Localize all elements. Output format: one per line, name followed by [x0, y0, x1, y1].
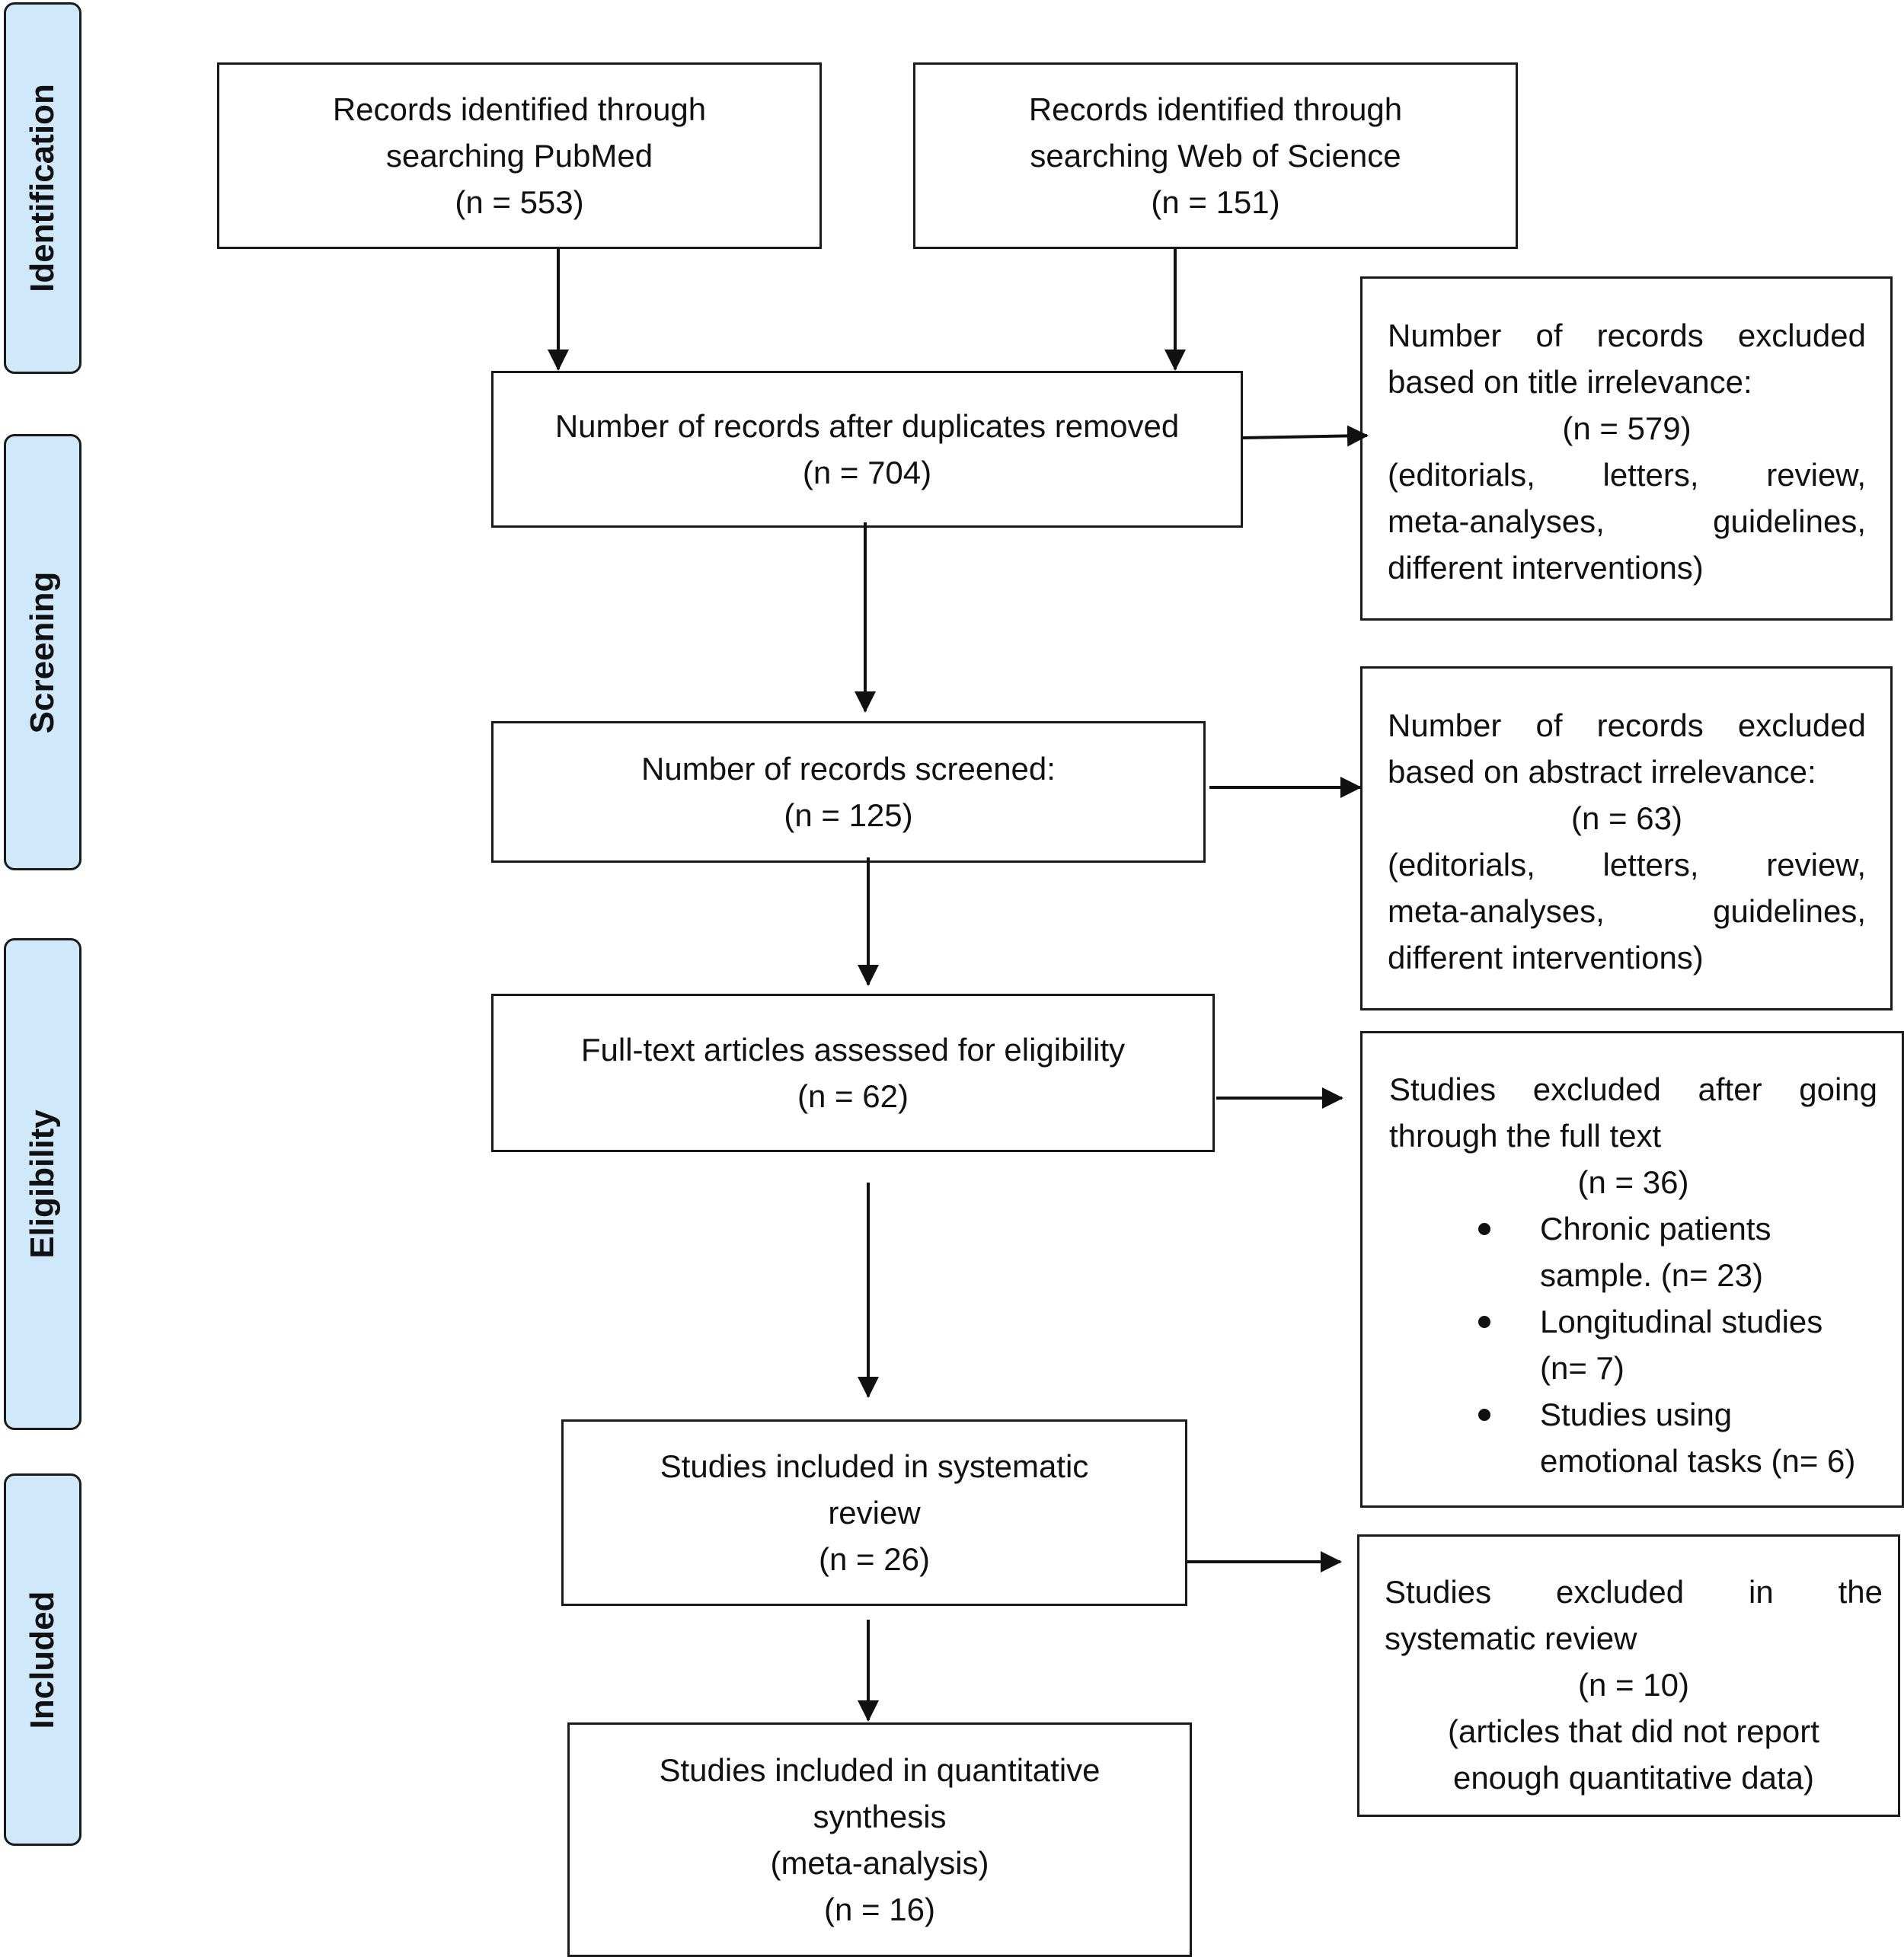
box-line: Chronic patients [1540, 1211, 1771, 1247]
box-line: synthesis [813, 1799, 947, 1834]
phase-screening-label: Screening [24, 571, 61, 733]
records-screened-box: Number of records screened: (n = 125) [491, 721, 1206, 863]
excluded-fulltext-box: Studies excluded after going through the… [1360, 1031, 1904, 1508]
phase-eligibility: Eligibility [4, 938, 81, 1430]
wos-records-box: Records identified through searching Web… [913, 62, 1518, 249]
box-line: systematic review [1385, 1620, 1637, 1656]
wos-count: (n = 151) [1151, 184, 1280, 220]
box-line: different interventions) [1388, 550, 1704, 586]
excluded-fulltext-count: (n = 36) [1577, 1164, 1689, 1200]
box-line: Number of records excluded [1388, 707, 1866, 743]
box-line: based on abstract irrelevance: [1388, 754, 1816, 790]
excluded-title-count: (n = 579) [1562, 410, 1692, 446]
systematic-count: (n = 26) [819, 1541, 930, 1577]
box-line: based on title irrelevance: [1388, 364, 1752, 400]
box-line: Full-text articles assessed for eligibil… [580, 1032, 1126, 1068]
exclusion-reasons-list: Chronic patients sample. (n= 23) Longitu… [1389, 1205, 1877, 1484]
list-item: Chronic patients sample. (n= 23) [1389, 1205, 1877, 1298]
after-duplicates-box: Number of records after duplicates remov… [491, 371, 1243, 528]
box-line: review [828, 1495, 921, 1531]
arrow-duplicates-to-title-excluded [1242, 425, 1369, 447]
box-line: Studies excluded in the [1385, 1574, 1883, 1610]
bullet-icon [1478, 1316, 1490, 1328]
excluded-systematic-box: Studies excluded in the systematic revie… [1357, 1534, 1900, 1817]
box-line: (editorials, letters, review, [1388, 847, 1866, 883]
systematic-review-box: Studies included in systematic review (n… [561, 1419, 1187, 1606]
pubmed-count: (n = 553) [455, 184, 584, 220]
box-line: searching PubMed [385, 138, 653, 174]
box-line: meta-analyses, guidelines, [1388, 503, 1866, 539]
phase-included-label: Included [24, 1591, 61, 1729]
quantitative-count: (n = 16) [824, 1892, 935, 1927]
box-line: emotional tasks (n= 6) [1540, 1443, 1856, 1479]
box-line: (articles that did not report [1448, 1713, 1819, 1749]
box-line: Studies excluded after going [1389, 1071, 1877, 1107]
box-line: Number of records excluded [1388, 318, 1866, 353]
screened-count: (n = 125) [784, 797, 913, 833]
excluded-title-box: Number of records excluded based on titl… [1360, 276, 1893, 621]
fulltext-assessed-box: Full-text articles assessed for eligibil… [491, 994, 1215, 1152]
box-line: sample. (n= 23) [1540, 1257, 1763, 1293]
box-line: Studies included in quantitative [659, 1752, 1101, 1788]
phase-identification-label: Identification [24, 84, 61, 292]
box-line: Number of records screened: [641, 751, 1056, 787]
fulltext-count: (n = 62) [797, 1078, 909, 1114]
list-item: Studies using emotional tasks (n= 6) [1389, 1391, 1877, 1484]
excluded-systematic-count: (n = 10) [1578, 1667, 1689, 1703]
pubmed-records-box: Records identified through searching Pub… [217, 62, 822, 249]
box-line: Studies included in systematic [660, 1448, 1089, 1484]
box-line: different interventions) [1388, 940, 1704, 975]
box-line: (meta-analysis) [770, 1845, 989, 1881]
phase-screening: Screening [4, 434, 81, 870]
box-line: Studies using [1540, 1397, 1733, 1432]
phase-eligibility-label: Eligibility [24, 1109, 61, 1259]
box-line: Records identified through [332, 91, 707, 127]
bullet-icon [1478, 1409, 1490, 1421]
box-line: Longitudinal studies [1540, 1304, 1823, 1339]
list-item: Longitudinal studies (n= 7) [1389, 1298, 1877, 1391]
box-line: searching Web of Science [1030, 138, 1401, 174]
phase-identification: Identification [4, 2, 81, 374]
bullet-icon [1478, 1223, 1490, 1235]
after-duplicates-count: (n = 704) [802, 455, 932, 490]
box-line: enough quantitative data) [1452, 1760, 1815, 1796]
box-line: Records identified through [1028, 91, 1403, 127]
box-line: (editorials, letters, review, [1388, 457, 1866, 493]
phase-included: Included [4, 1473, 81, 1846]
box-line: Number of records after duplicates remov… [554, 408, 1180, 444]
box-line: (n= 7) [1540, 1350, 1624, 1386]
excluded-abstract-box: Number of records excluded based on abst… [1360, 666, 1893, 1010]
excluded-abstract-count: (n = 63) [1571, 800, 1682, 836]
box-line: through the full text [1389, 1118, 1662, 1154]
quantitative-synthesis-box: Studies included in quantitative synthes… [567, 1722, 1192, 1957]
box-line: meta-analyses, guidelines, [1388, 893, 1866, 929]
